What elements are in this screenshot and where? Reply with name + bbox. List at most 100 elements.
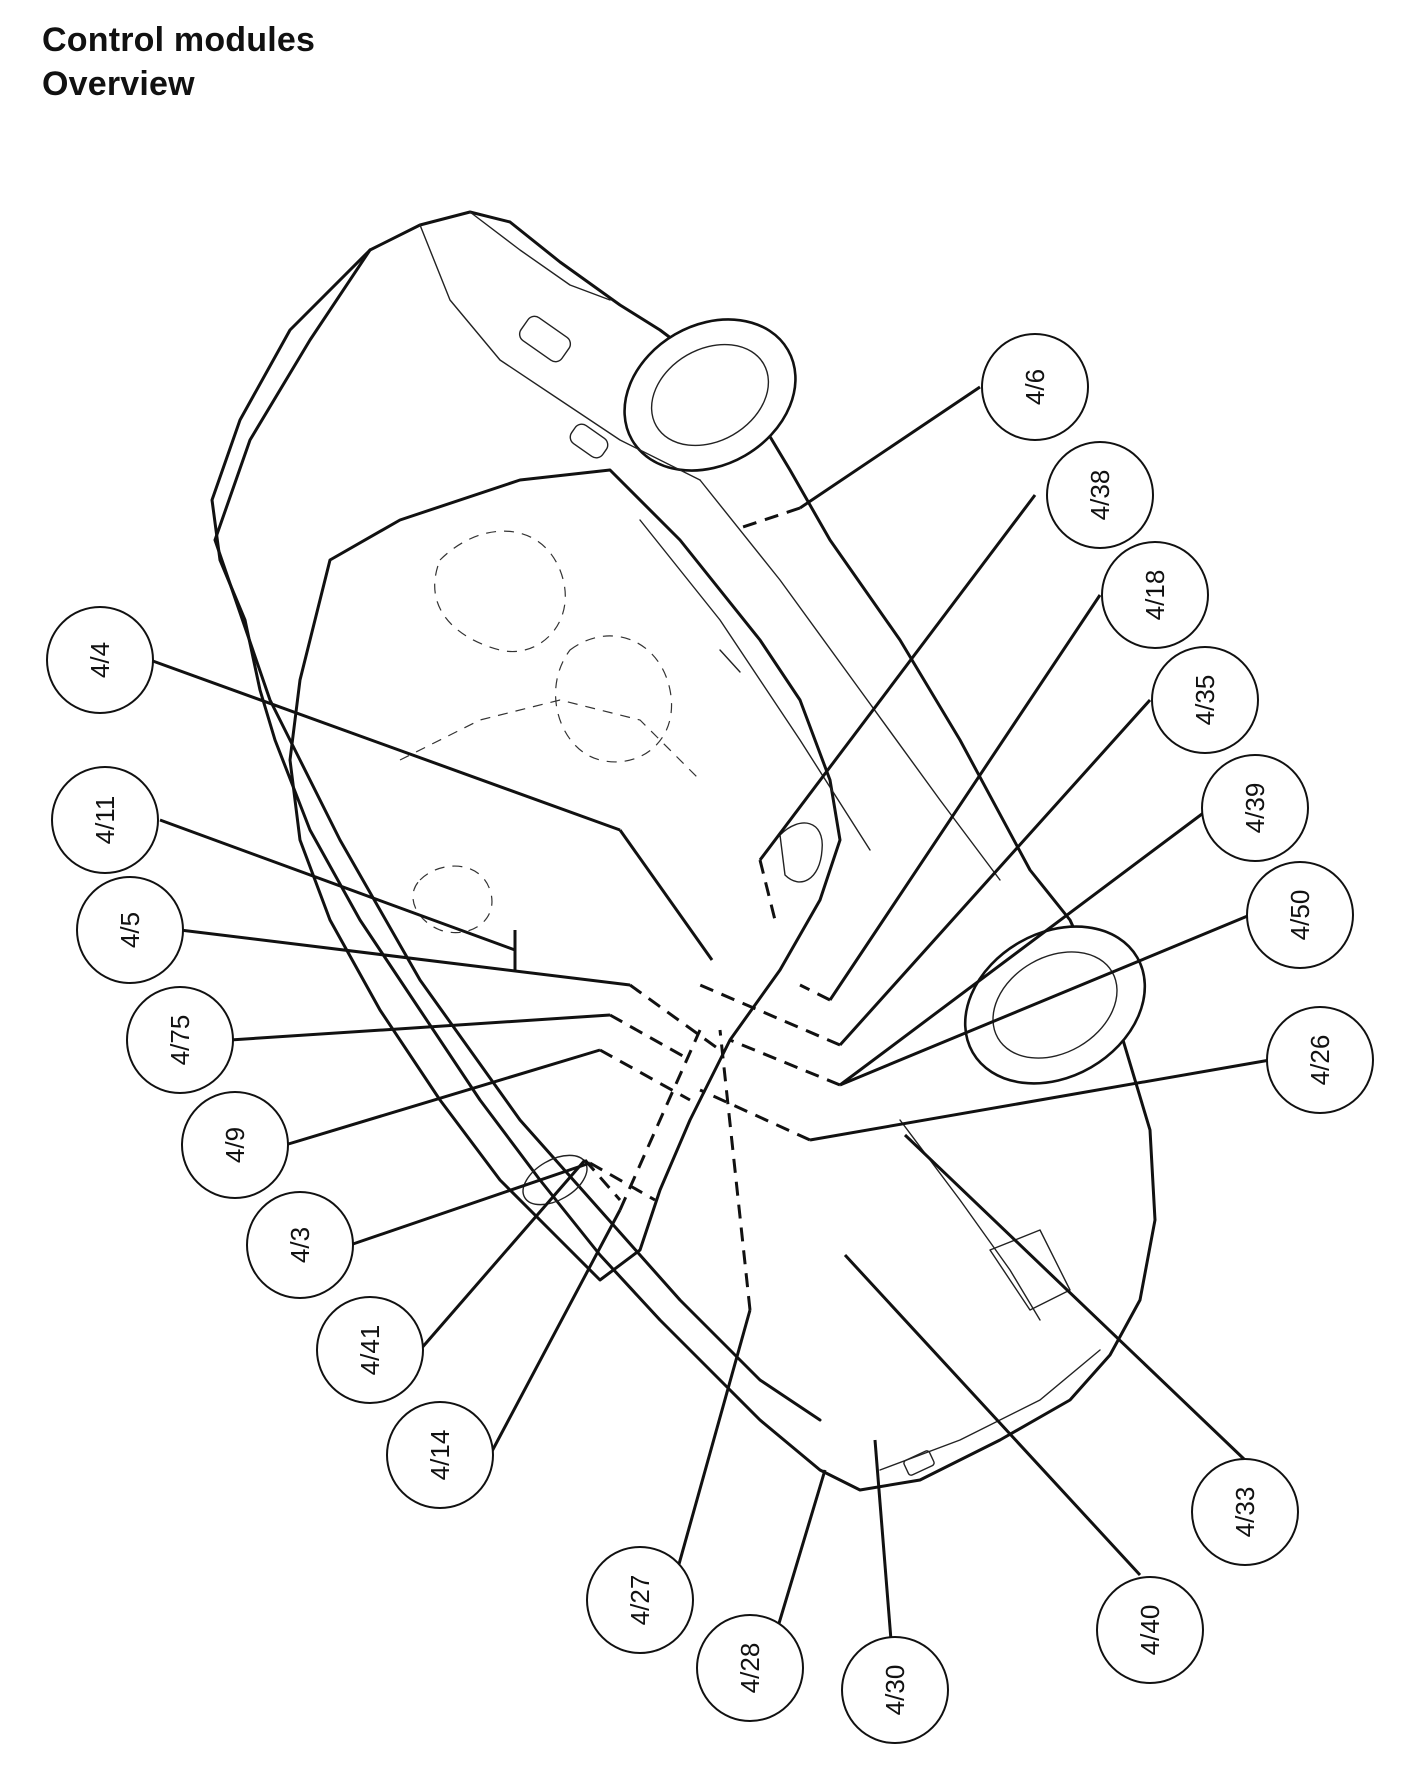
leader-4-4-b — [618, 829, 714, 961]
callout-4-35-circle — [1151, 646, 1259, 754]
car-cabin-line — [288, 468, 842, 1282]
callout-4-50: 4/50 — [1246, 861, 1354, 969]
leader-4-41-dash — [583, 1159, 622, 1201]
callout-4-27-label: 4/27 — [625, 1575, 655, 1626]
callout-4-11-circle — [51, 766, 159, 874]
callout-bubbles: 4/6 4/38 4/18 4/35 4/39 — [46, 333, 1374, 1744]
callout-4-14-circle — [386, 1401, 494, 1509]
car-headlight — [518, 315, 572, 363]
callout-4-3-circle — [246, 1191, 354, 1299]
front-wheel-outer — [623, 318, 797, 472]
page-subtitle: Overview — [42, 65, 195, 103]
callout-4-26: 4/26 — [1266, 1006, 1374, 1114]
callout-4-35: 4/35 — [1151, 646, 1259, 754]
car-lower-wheel — [522, 1154, 588, 1206]
callout-4-30: 4/30 — [841, 1636, 949, 1744]
callout-4-39-circle — [1201, 754, 1309, 862]
callout-4-4: 4/4 — [46, 606, 154, 714]
callout-4-41-label: 4/41 — [355, 1325, 385, 1376]
callout-4-38: 4/38 — [1046, 441, 1154, 549]
callout-4-30-label: 4/30 — [880, 1665, 910, 1716]
callout-4-28-label: 4/28 — [735, 1643, 765, 1694]
leader-4-35 — [838, 698, 1152, 1047]
callout-4-27: 4/27 — [586, 1546, 694, 1654]
car-roof-line — [213, 248, 822, 1422]
callout-4-3: 4/3 — [246, 1191, 354, 1299]
callout-4-3-label: 4/3 — [285, 1227, 315, 1263]
leader-4-5-dash — [629, 983, 721, 1052]
callout-4-9-circle — [181, 1091, 289, 1199]
car-interior-steering — [412, 865, 493, 934]
callout-4-28-circle — [696, 1614, 804, 1722]
car-interior-dash — [399, 699, 701, 781]
callout-4-40-circle — [1096, 1576, 1204, 1684]
leader-4-33 — [903, 1133, 1247, 1462]
callout-4-5-circle — [76, 876, 184, 984]
leader-4-14-dash — [618, 1029, 702, 1211]
leader-4-39-dash — [729, 1038, 841, 1087]
callout-4-75-label: 4/75 — [165, 1015, 195, 1066]
callout-4-75: 4/75 — [126, 986, 234, 1094]
callout-4-41: 4/41 — [316, 1296, 424, 1404]
callout-4-28: 4/28 — [696, 1614, 804, 1722]
leader-4-35-dash — [699, 983, 841, 1047]
callout-4-50-label: 4/50 — [1285, 890, 1315, 941]
callout-4-5: 4/5 — [76, 876, 184, 984]
leader-4-38 — [758, 494, 1037, 861]
callout-4-4-circle — [46, 606, 154, 714]
leader-4-75-dash — [609, 1013, 691, 1062]
car-rear-plate — [903, 1450, 935, 1476]
leader-4-38-dash — [758, 859, 777, 921]
leader-4-3 — [349, 1161, 591, 1247]
leader-lines — [149, 385, 1271, 1721]
rear-wheel-outer — [963, 925, 1147, 1085]
car-interior-seat-2 — [555, 635, 673, 763]
callout-4-39-label: 4/39 — [1240, 783, 1270, 834]
callout-4-27-circle — [586, 1546, 694, 1654]
callout-4-6-label: 4/6 — [1020, 369, 1050, 405]
front-wheel-inner — [650, 343, 770, 447]
leader-4-40 — [843, 1253, 1142, 1577]
callout-4-35-label: 4/35 — [1190, 675, 1220, 726]
leader-4-50 — [839, 913, 1251, 1087]
leader-4-4 — [149, 658, 621, 832]
leader-4-6-dash — [739, 506, 801, 530]
callout-4-33-circle — [1191, 1458, 1299, 1566]
leader-4-26 — [809, 1058, 1271, 1142]
leader-4-9 — [284, 1048, 601, 1147]
leader-4-18-dash — [799, 983, 831, 1002]
callout-4-14: 4/14 — [386, 1401, 494, 1509]
callout-4-18-label: 4/18 — [1140, 570, 1170, 621]
callout-4-11: 4/11 — [51, 766, 159, 874]
leader-4-5 — [179, 928, 631, 987]
car-side-mirror — [779, 822, 823, 883]
callout-4-9: 4/9 — [181, 1091, 289, 1199]
leader-4-41 — [418, 1159, 587, 1351]
leader-4-3-dash — [589, 1161, 656, 1202]
callout-4-38-circle — [1046, 441, 1154, 549]
car-door-handle — [719, 649, 741, 673]
callout-4-50-circle — [1246, 861, 1354, 969]
leader-4-6 — [799, 385, 981, 510]
car-rear-light — [989, 1229, 1071, 1311]
car-illustration — [210, 210, 1157, 1492]
leader-4-14 — [488, 1209, 622, 1456]
leader-4-39 — [839, 806, 1211, 1087]
car-interior-seat-1 — [434, 530, 566, 653]
callout-4-11-label: 4/11 — [90, 796, 120, 845]
leader-4-26-dash — [699, 1088, 811, 1142]
callout-4-26-circle — [1266, 1006, 1374, 1114]
callout-4-6-circle — [981, 333, 1089, 441]
leader-4-18 — [828, 594, 1102, 1001]
callout-4-4-label: 4/4 — [85, 642, 115, 678]
callout-4-9-label: 4/9 — [220, 1127, 250, 1163]
callout-4-30-circle — [841, 1636, 949, 1744]
car-rear-bumper — [879, 1349, 1101, 1471]
title-block: Control modules Overview — [42, 18, 315, 106]
callout-4-38-label: 4/38 — [1085, 470, 1115, 521]
leader-4-27-dash — [718, 1029, 752, 1311]
car-side-line-1 — [699, 479, 1001, 881]
callout-4-26-label: 4/26 — [1305, 1035, 1335, 1086]
